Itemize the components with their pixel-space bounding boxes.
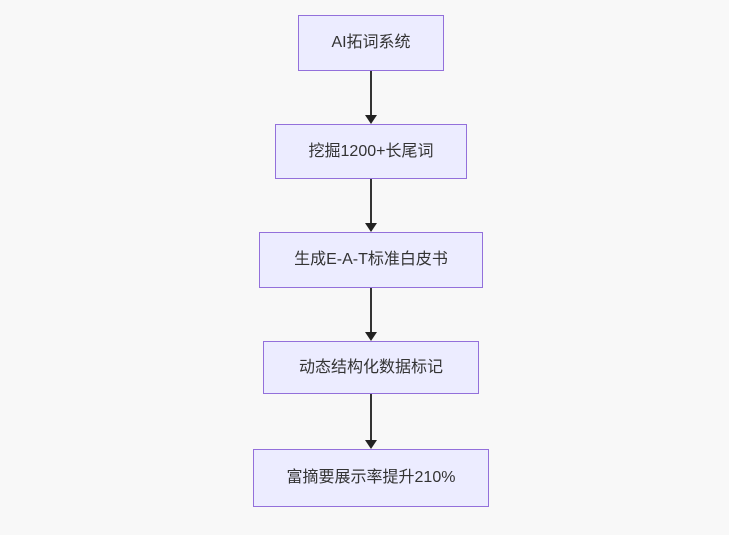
flow-node-eat-whitepaper: 生成E-A-T标准白皮书 <box>259 232 483 288</box>
flow-node-ai-word-expansion: AI拓词系统 <box>298 15 444 71</box>
arrow-line <box>370 394 372 440</box>
flow-node-label: 挖掘1200+长尾词 <box>308 142 434 160</box>
arrow-line <box>370 179 372 223</box>
arrow-head-icon <box>365 223 377 232</box>
flow-arrow-down <box>365 394 377 449</box>
arrow-line <box>370 288 372 332</box>
flow-arrow-down <box>365 179 377 232</box>
flow-arrow-down <box>365 288 377 341</box>
flow-node-label: 富摘要展示率提升210% <box>286 469 456 487</box>
arrow-head-icon <box>365 440 377 449</box>
flow-node-label: 生成E-A-T标准白皮书 <box>294 251 448 269</box>
flow-node-structured-data-markup: 动态结构化数据标记 <box>263 341 479 394</box>
flow-node-label: 动态结构化数据标记 <box>298 358 443 376</box>
flow-node-longtail-mining: 挖掘1200+长尾词 <box>275 124 467 179</box>
flow-node-label: AI拓词系统 <box>331 34 411 52</box>
arrow-head-icon <box>365 332 377 341</box>
arrow-head-icon <box>365 115 377 124</box>
flow-node-rich-snippet-result: 富摘要展示率提升210% <box>253 449 489 507</box>
arrow-line <box>370 71 372 115</box>
flow-arrow-down <box>365 71 377 124</box>
